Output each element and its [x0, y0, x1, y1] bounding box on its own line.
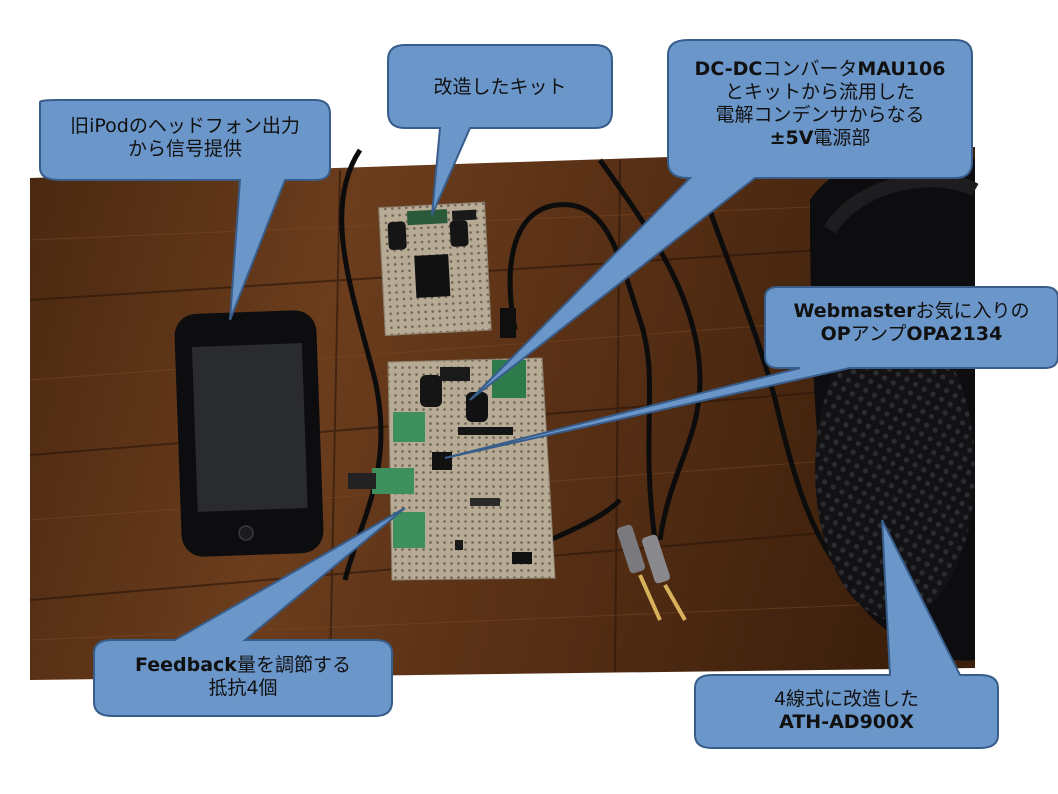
- callout-power-line2: とキットから流用した: [724, 81, 915, 103]
- callout-opamp-bold3: OPA2134: [906, 323, 1003, 345]
- callout-feedback-line2: 抵抗4個: [208, 677, 278, 699]
- ipod-device: [174, 310, 324, 557]
- callout-ipod: [39, 99, 331, 321]
- callout-feedback-bold1: Feedback: [135, 654, 237, 676]
- callout-ipod-line1: 旧iPodのヘッドフォン出力: [70, 115, 300, 137]
- callout-kit-text: 改造したキット: [388, 76, 612, 99]
- callout-power-text: DC-DCコンバータMAU106 とキットから流用した 電解コンデンサからなる …: [668, 58, 972, 150]
- callout-opamp-bold1: Webmaster: [793, 300, 916, 322]
- callout-opamp-text: Webmasterお気に入りの OPアンプOPA2134: [765, 300, 1058, 346]
- callout-power: [469, 39, 973, 401]
- callout-headphone-line1: 4線式に改造した: [773, 688, 920, 710]
- callout-kit: [387, 44, 613, 216]
- callout-power-normal1: コンバータ: [762, 58, 858, 80]
- callout-feedback-normal1: 量を調節する: [236, 654, 351, 676]
- callout-headphone: [694, 519, 999, 749]
- callout-power-normal4: 電源部: [813, 127, 871, 149]
- callout-opamp-normal2: アンプ: [850, 323, 907, 345]
- callout-opamp-bold2: OP: [820, 323, 851, 345]
- callout-opamp-normal1: お気に入りの: [915, 300, 1030, 322]
- headphones: [810, 145, 979, 661]
- callout-feedback-text: Feedback量を調節する 抵抗4個: [94, 654, 392, 700]
- callout-kit-line1: 改造したキット: [433, 76, 567, 98]
- callout-feedback: [93, 507, 406, 717]
- callout-power-bold4: ±5V: [769, 127, 814, 149]
- callout-headphone-bold2: ATH-AD900X: [779, 711, 914, 733]
- amp-board: [348, 308, 556, 581]
- callout-headphone-text: 4線式に改造した ATH-AD900X: [695, 688, 998, 734]
- callout-power-line3: 電解コンデンサからなる: [715, 104, 925, 126]
- headphone-plugs: [617, 524, 687, 621]
- callout-ipod-line2: から信号提供: [127, 138, 242, 160]
- callout-power-bold1: DC-DC: [694, 58, 763, 80]
- callout-ipod-text: 旧iPodのヘッドフォン出力 から信号提供: [40, 115, 330, 161]
- kit-board: [378, 201, 492, 337]
- callout-power-bold2: MAU106: [857, 58, 946, 80]
